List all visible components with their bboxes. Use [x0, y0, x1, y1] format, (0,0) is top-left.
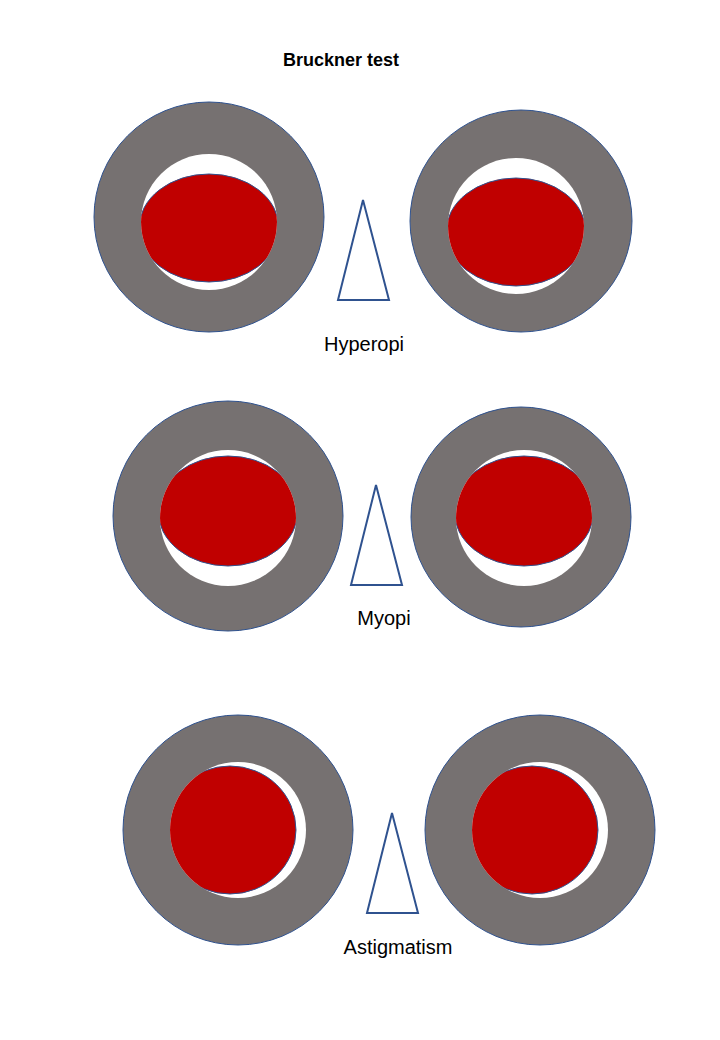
condition-label: Hyperopi: [324, 333, 404, 356]
eye-right: [411, 407, 631, 627]
nose-triangle: [351, 485, 402, 585]
diagram-title: Bruckner test: [283, 50, 399, 71]
nose-triangle: [367, 813, 418, 913]
eye-right: [410, 110, 632, 332]
condition-label: Astigmatism: [344, 936, 453, 959]
eye-left: [113, 401, 343, 631]
eye-left: [123, 715, 353, 945]
eye-right: [425, 715, 655, 945]
nose-triangle: [338, 200, 389, 300]
eye-left: [94, 102, 324, 332]
condition-label: Myopi: [357, 607, 410, 630]
